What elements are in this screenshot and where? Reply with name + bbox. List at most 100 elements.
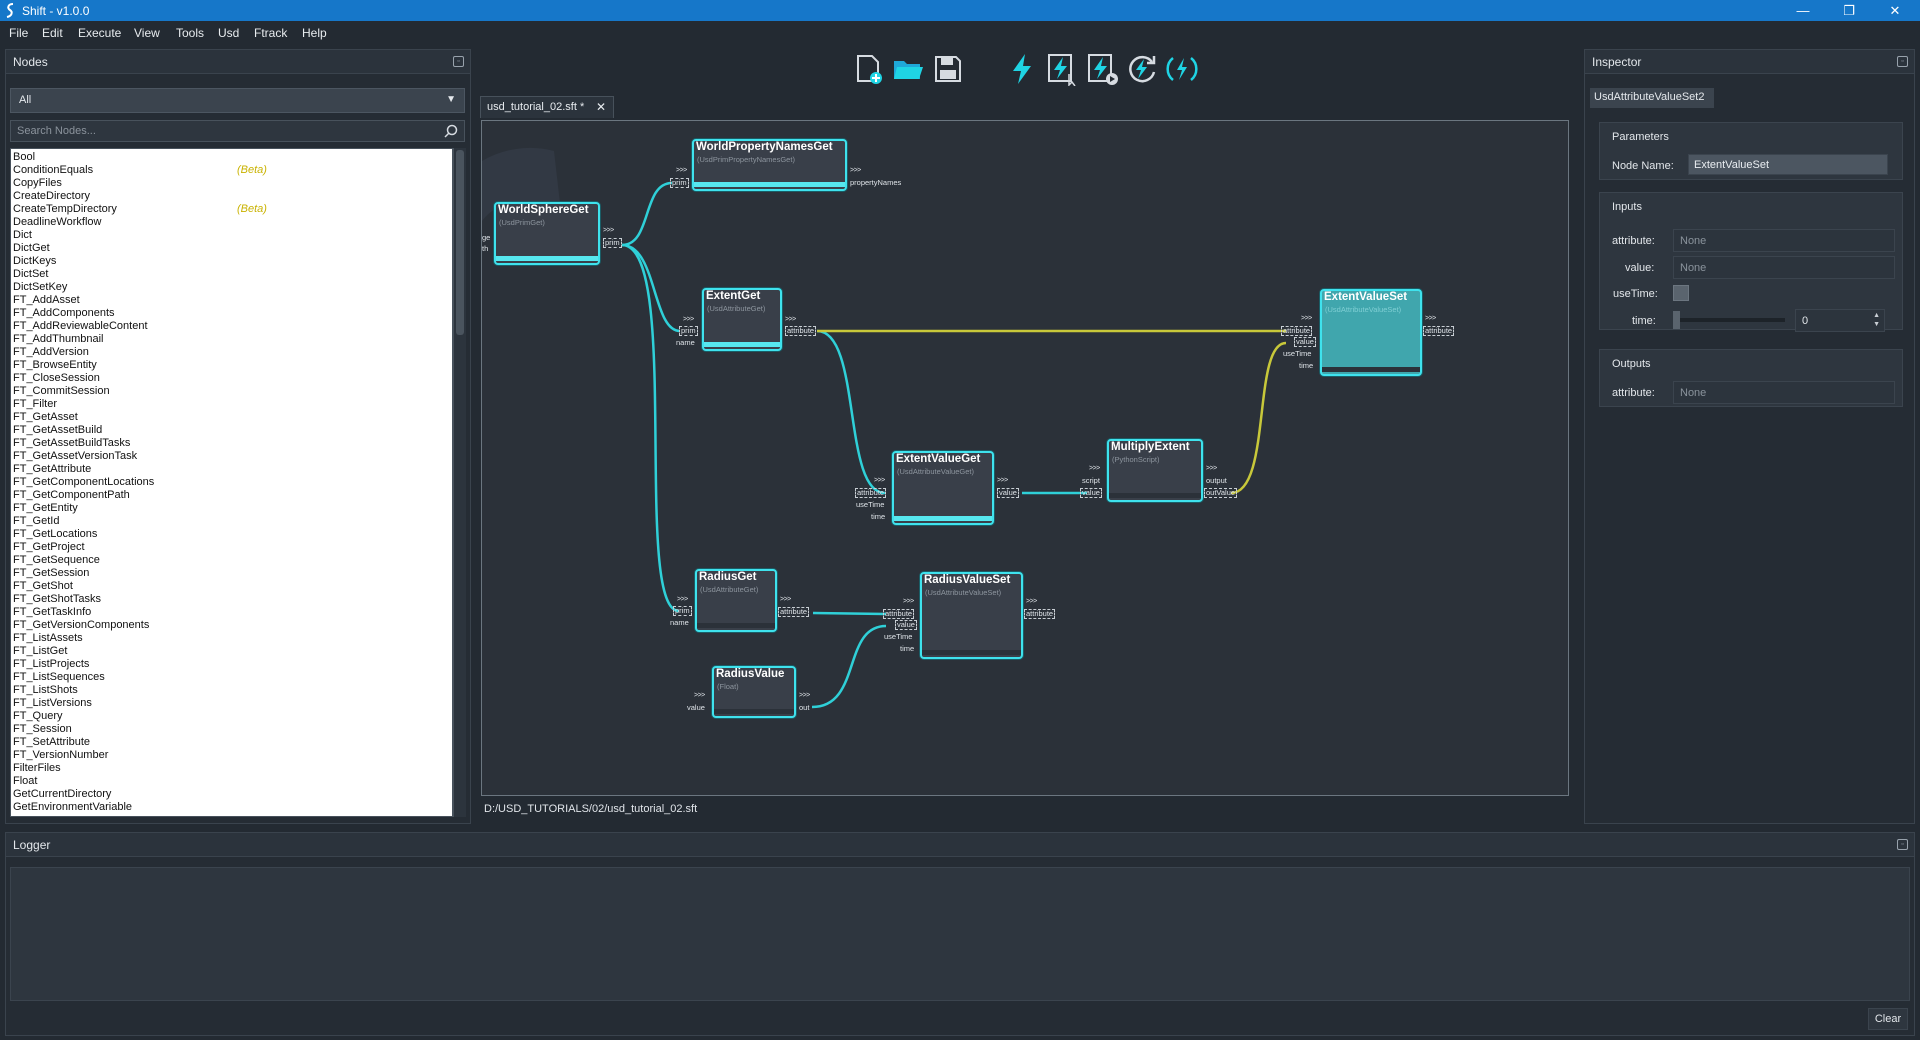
menu-ftrack[interactable]: Ftrack [254,26,287,40]
port-in-attribute[interactable]: attribute [883,609,914,619]
node-extent-value-set[interactable]: ExtentValueSet (UsdAttributeValueSet) [1320,289,1422,376]
execute-icon[interactable] [1005,52,1039,86]
node-list-item[interactable]: FT_GetShot [13,580,73,593]
node-list-item[interactable]: FT_Session [13,723,72,736]
reload-icon[interactable] [1125,52,1159,86]
node-list-item[interactable]: FT_AddReviewableContent [13,320,148,333]
exec-out-arrows[interactable]: >>> [603,227,614,235]
port-out-output[interactable]: output [1206,476,1227,485]
node-list-item[interactable]: FT_GetProject [13,541,85,554]
node-list-item[interactable]: DeadlineWorkflow [13,216,101,229]
execute-step-icon[interactable] [1085,52,1119,86]
node-list-item[interactable]: FilterFiles [13,762,61,775]
menu-tools[interactable]: Tools [176,26,204,40]
menu-file[interactable]: File [9,26,28,40]
node-list-item[interactable]: FT_CloseSession [13,372,100,385]
node-list-item[interactable]: FT_BrowseEntity [13,359,97,372]
new-file-icon[interactable] [851,52,885,86]
port-in-usetime[interactable]: useTime [1283,349,1311,358]
port-in-attribute[interactable]: attribute [855,488,886,498]
node-list-item[interactable]: FT_GetId [13,515,59,528]
port-out-attribute[interactable]: attribute [778,607,809,617]
node-list-item[interactable]: FT_GetLocations [13,528,97,541]
node-list-item[interactable]: Dict [13,229,32,242]
tab-usd-tutorial-02[interactable]: usd_tutorial_02.sft * ✕ [480,96,614,118]
exec-out-arrows[interactable]: >>> [850,167,861,175]
node-list-item[interactable]: CopyFiles [13,177,62,190]
port-out-attribute[interactable]: attribute [1024,609,1055,619]
node-list-item[interactable]: CreateDirectory [13,190,90,203]
node-multiply-extent[interactable]: MultiplyExtent (PythonScript) [1107,439,1203,502]
port-in-time[interactable]: time [1299,361,1313,370]
exec-out-arrows[interactable]: >>> [780,596,791,604]
node-list-item[interactable]: FT_AddVersion [13,346,89,359]
node-world-property-names-get[interactable]: WorldPropertyNamesGet (UsdPrimPropertyNa… [692,139,847,191]
port-out-prim[interactable]: prim [603,238,622,248]
exec-in-arrows[interactable]: >>> [1089,465,1100,473]
close-tab-icon[interactable]: ✕ [596,100,606,114]
menu-usd[interactable]: Usd [218,26,239,40]
node-list-item[interactable]: Bool [13,151,35,164]
node-list-scrollbar[interactable] [453,148,466,817]
node-list-item[interactable]: FT_GetVersionComponents [13,619,149,632]
node-list-item[interactable]: FT_ListSequences [13,671,105,684]
node-list-item[interactable]: FT_AddThumbnail [13,333,104,346]
time-spinbox[interactable]: 0 ▲▼ [1795,309,1885,332]
port-in-value[interactable]: value [687,703,705,712]
exec-in-arrows[interactable]: >>> [694,692,705,700]
exec-in-arrows[interactable]: >>> [683,316,694,324]
menu-help[interactable]: Help [302,26,327,40]
value-input[interactable]: None [1673,256,1895,279]
node-extent-get[interactable]: ExtentGet (UsdAttributeGet) [702,288,782,351]
time-slider-track[interactable] [1673,318,1785,322]
exec-out-arrows[interactable]: >>> [997,477,1008,485]
node-list-item[interactable]: DictSet [13,268,48,281]
port-in-value[interactable]: value [1080,488,1102,498]
node-list-item[interactable]: FT_GetAssetVersionTask [13,450,137,463]
node-graph-canvas[interactable]: WorldSphereGet (UsdPrimGet) ge th >>> pr… [481,120,1569,796]
attribute-input[interactable]: None [1673,229,1895,252]
exec-out-arrows[interactable]: >>> [1425,315,1436,323]
node-list-item[interactable]: ConditionEquals [13,164,93,177]
close-button[interactable]: ✕ [1872,0,1918,21]
node-radius-value-set[interactable]: RadiusValueSet (UsdAttributeValueSet) [920,572,1023,659]
port-in-time[interactable]: time [871,512,885,521]
exec-in-arrows[interactable]: >>> [676,167,687,175]
node-list-item[interactable]: FT_GetTaskInfo [13,606,91,619]
node-list-item[interactable]: FT_ListAssets [13,632,83,645]
live-mode-icon[interactable] [1165,52,1199,86]
port-in-prim[interactable]: prim [673,606,692,616]
menu-edit[interactable]: Edit [42,26,63,40]
scrollbar-thumb[interactable] [456,150,464,335]
node-list-item[interactable]: FT_GetSequence [13,554,100,567]
exec-out-arrows[interactable]: >>> [1026,598,1037,606]
node-list-item[interactable]: FT_GetShotTasks [13,593,101,606]
execute-selected-icon[interactable] [1045,52,1079,86]
node-list-item[interactable]: FT_AddAsset [13,294,80,307]
exec-out-arrows[interactable]: >>> [799,692,810,700]
node-list-item[interactable]: FT_SetAttribute [13,736,90,749]
port-out-out[interactable]: out [799,703,809,712]
node-world-sphere-get[interactable]: WorldSphereGet (UsdPrimGet) [494,202,600,265]
port-in-prim[interactable]: prim [679,326,698,336]
node-list-item[interactable]: CreateTempDirectory [13,203,117,216]
undock-icon[interactable]: ▫ [1897,839,1908,850]
node-list-item[interactable]: FT_ListGet [13,645,67,658]
port-out-attribute[interactable]: attribute [1423,326,1454,336]
node-list-item[interactable]: FT_GetEntity [13,502,78,515]
port-out-attribute[interactable]: attribute [785,326,816,336]
node-list-item[interactable]: FT_AddComponents [13,307,115,320]
node-list-item[interactable]: FT_ListVersions [13,697,92,710]
menu-execute[interactable]: Execute [78,26,121,40]
port-in[interactable]: th [482,244,488,253]
node-list-item[interactable]: FT_ListProjects [13,658,89,671]
exec-in-arrows[interactable]: >>> [1301,315,1312,323]
node-list-item[interactable]: FT_ListShots [13,684,78,697]
node-list-item[interactable]: GetCurrentDirectory [13,788,111,801]
port-in-name[interactable]: name [670,618,689,627]
port-in-name[interactable]: name [676,338,695,347]
usetime-checkbox[interactable] [1673,285,1689,301]
node-list-item[interactable]: FT_Filter [13,398,57,411]
node-radius-value[interactable]: RadiusValue (Float) [712,666,796,718]
port-in-value[interactable]: value [895,620,917,630]
